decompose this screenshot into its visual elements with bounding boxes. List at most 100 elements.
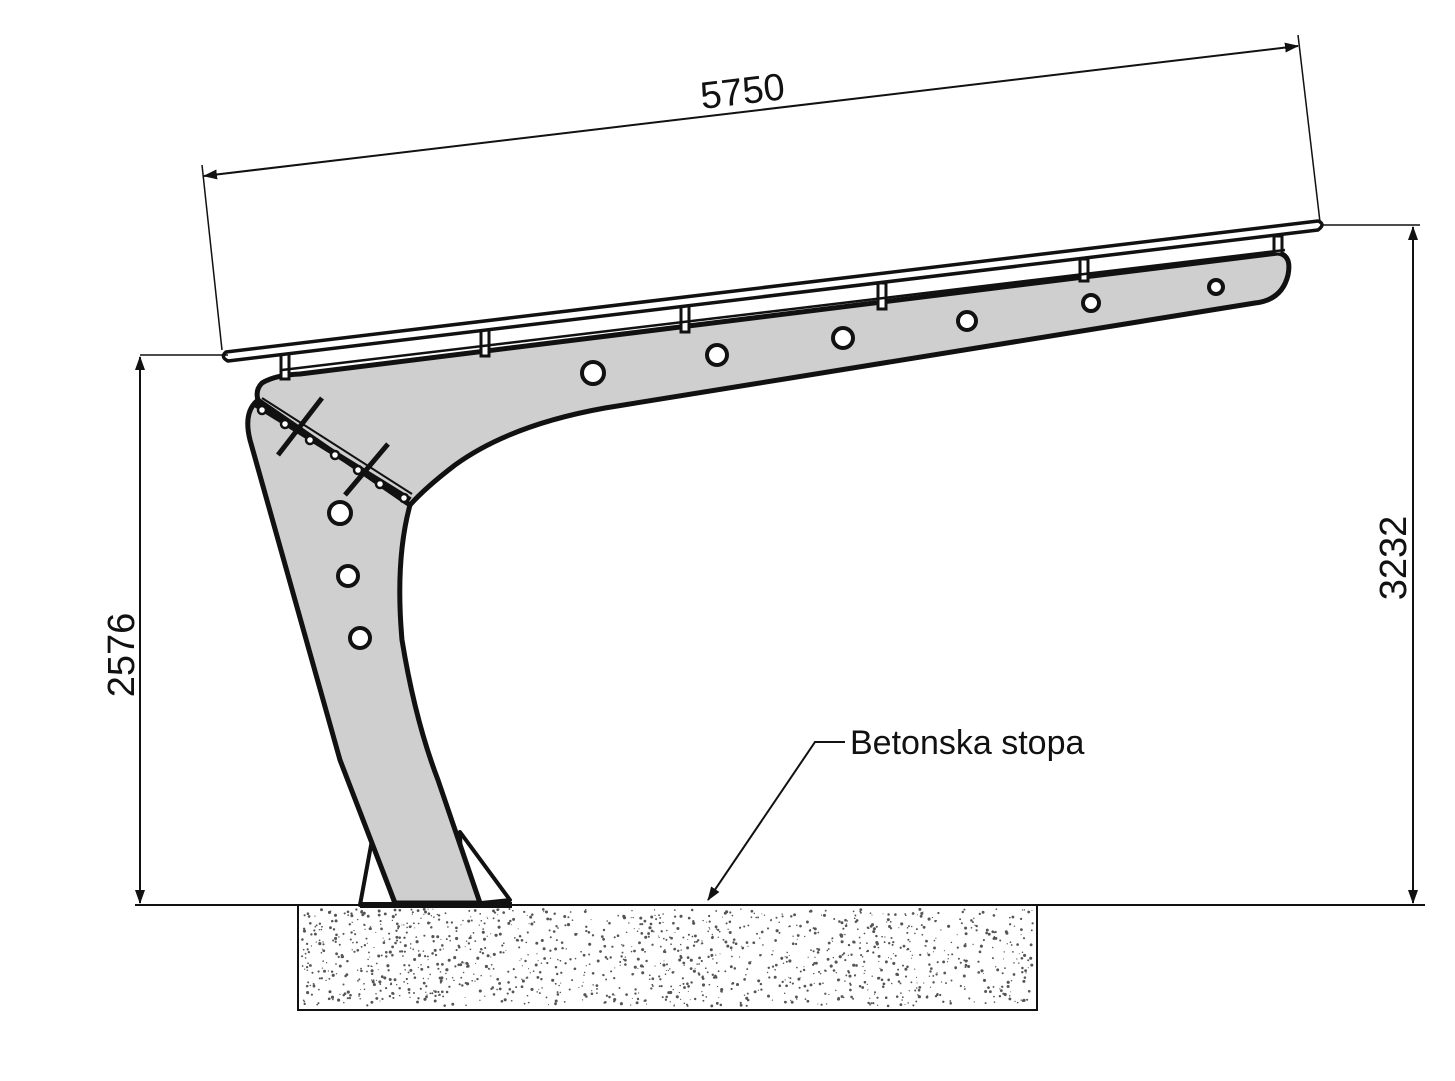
concrete-speckle [897,968,900,971]
concrete-speckle [974,924,976,926]
concrete-speckle [911,957,913,959]
concrete-speckle [710,1004,714,1008]
concrete-speckle [878,960,880,963]
concrete-speckle [436,913,439,916]
concrete-speckle [367,964,370,967]
concrete-speckle [327,910,332,914]
concrete-speckle [427,912,431,915]
concrete-speckle [689,967,693,970]
concrete-speckle [398,908,402,912]
concrete-speckle [370,1000,374,1004]
concrete-speckle [439,948,442,951]
concrete-speckle [813,982,815,984]
concrete-speckle [731,955,733,958]
concrete-speckle [400,950,404,953]
concrete-speckle [935,937,937,939]
concrete-speckle [650,987,653,990]
concrete-speckle [732,941,735,944]
concrete-speckle [917,914,919,916]
concrete-speckle [864,969,866,972]
concrete-speckle [461,961,464,964]
concrete-speckle [898,927,900,929]
concrete-speckle [371,966,373,968]
concrete-speckle [768,976,771,979]
concrete-speckle [877,976,880,980]
concrete-speckle [412,922,415,925]
concrete-speckle [835,972,837,974]
concrete-speckle [692,919,695,923]
concrete-speckle [432,908,434,910]
concrete-speckle [840,940,844,944]
concrete-speckle [1020,928,1023,931]
concrete-speckle [310,993,313,996]
concrete-speckle [792,935,794,937]
concrete-speckle [887,978,891,982]
concrete-speckle [455,936,459,941]
concrete-speckle [506,992,509,995]
concrete-speckle [1027,967,1029,969]
concrete-speckle [507,921,511,925]
concrete-speckle [665,938,668,941]
concrete-speckle [523,1002,526,1005]
concrete-speckle [357,969,359,971]
concrete-speckle [432,940,435,943]
concrete-speckle [377,968,379,971]
concrete-speckle [922,911,924,913]
concrete-speckle [457,944,460,948]
concrete-speckle [917,988,921,992]
concrete-speckle [439,981,442,984]
concrete-speckle [957,957,960,960]
concrete-speckle [791,982,794,985]
concrete-speckle [664,948,666,951]
concrete-speckle [429,992,432,995]
concrete-speckle [745,1004,748,1007]
concrete-speckle [692,969,696,973]
concrete-speckle [360,910,364,914]
concrete-speckle [358,993,361,996]
concrete-speckle [794,995,798,999]
concrete-speckle [321,967,324,969]
concrete-speckle [356,948,360,952]
concrete-speckle [357,980,359,982]
concrete-speckle [647,935,650,938]
concrete-speckle [351,921,353,923]
concrete-speckle [877,946,880,949]
concrete-speckle [732,938,736,941]
concrete-speckle [378,980,382,984]
concrete-speckle [422,907,426,911]
concrete-speckle [1016,958,1018,960]
concrete-speckle [796,938,798,940]
concrete-speckle [437,994,440,996]
concrete-speckle [999,939,1002,942]
concrete-speckle [640,932,644,935]
concrete-speckle [975,924,978,928]
concrete-speckle [693,934,697,938]
concrete-speckle [755,916,758,919]
concrete-speckle [596,959,600,963]
concrete-speckle [807,956,809,958]
concrete-speckle [881,935,883,938]
concrete-speckle [873,991,877,994]
concrete-speckle [352,941,354,944]
concrete-speckle [467,942,471,945]
concrete-speckle [498,987,502,991]
dimension-low-height: 2576 [101,354,228,904]
concrete-speckle [916,982,918,984]
concrete-speckle [841,953,844,956]
concrete-speckle [824,909,827,912]
concrete-speckle [509,919,512,923]
concrete-speckle [321,925,323,928]
concrete-speckle [380,927,383,931]
concrete-speckle [438,976,442,980]
concrete-speckle [536,975,540,979]
concrete-speckle [659,962,662,965]
concrete-speckle [831,937,834,940]
concrete-speckle [464,996,466,998]
concrete-speckle [1018,962,1020,964]
concrete-speckle [904,1003,906,1006]
concrete-speckle [1021,951,1024,953]
concrete-speckle [554,1002,557,1006]
concrete-speckle [512,968,515,971]
concrete-speckle [725,910,729,914]
concrete-speckle [399,973,402,975]
